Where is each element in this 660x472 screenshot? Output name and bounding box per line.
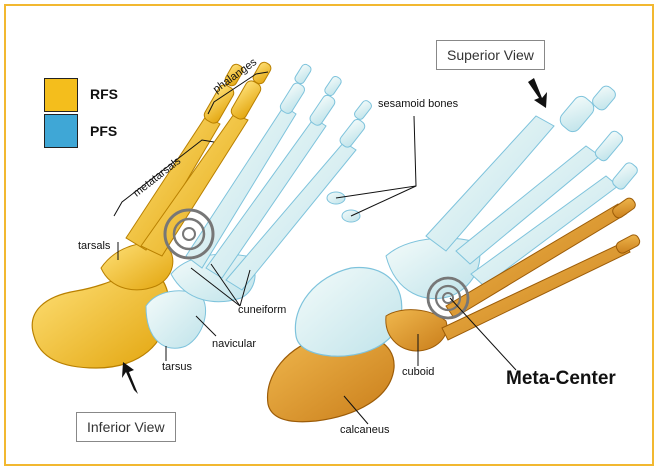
diagram-frame: RFS PFS Superior View Inferior View phal… bbox=[4, 4, 654, 466]
label-tarsals: tarsals bbox=[78, 240, 110, 252]
label-sesamoid-bones: sesamoid bones bbox=[378, 98, 458, 110]
right-talus-bone bbox=[295, 268, 401, 357]
legend-label-rfs: RFS bbox=[90, 86, 118, 102]
label-calcaneus: calcaneus bbox=[340, 424, 390, 436]
superior-view-label: Superior View bbox=[436, 40, 545, 70]
legend-swatch-pfs bbox=[44, 114, 78, 148]
inferior-view-label: Inferior View bbox=[76, 412, 176, 442]
meta-center-label: Meta-Center bbox=[506, 368, 616, 390]
label-cuneiform: cuneiform bbox=[238, 304, 286, 316]
label-navicular: navicular bbox=[212, 338, 256, 350]
legend-label-pfs: PFS bbox=[90, 123, 117, 139]
label-cuboid: cuboid bbox=[402, 366, 434, 378]
label-tarsus: tarsus bbox=[162, 361, 192, 373]
foot-illustration bbox=[6, 6, 656, 468]
legend-swatch-rfs bbox=[44, 78, 78, 112]
